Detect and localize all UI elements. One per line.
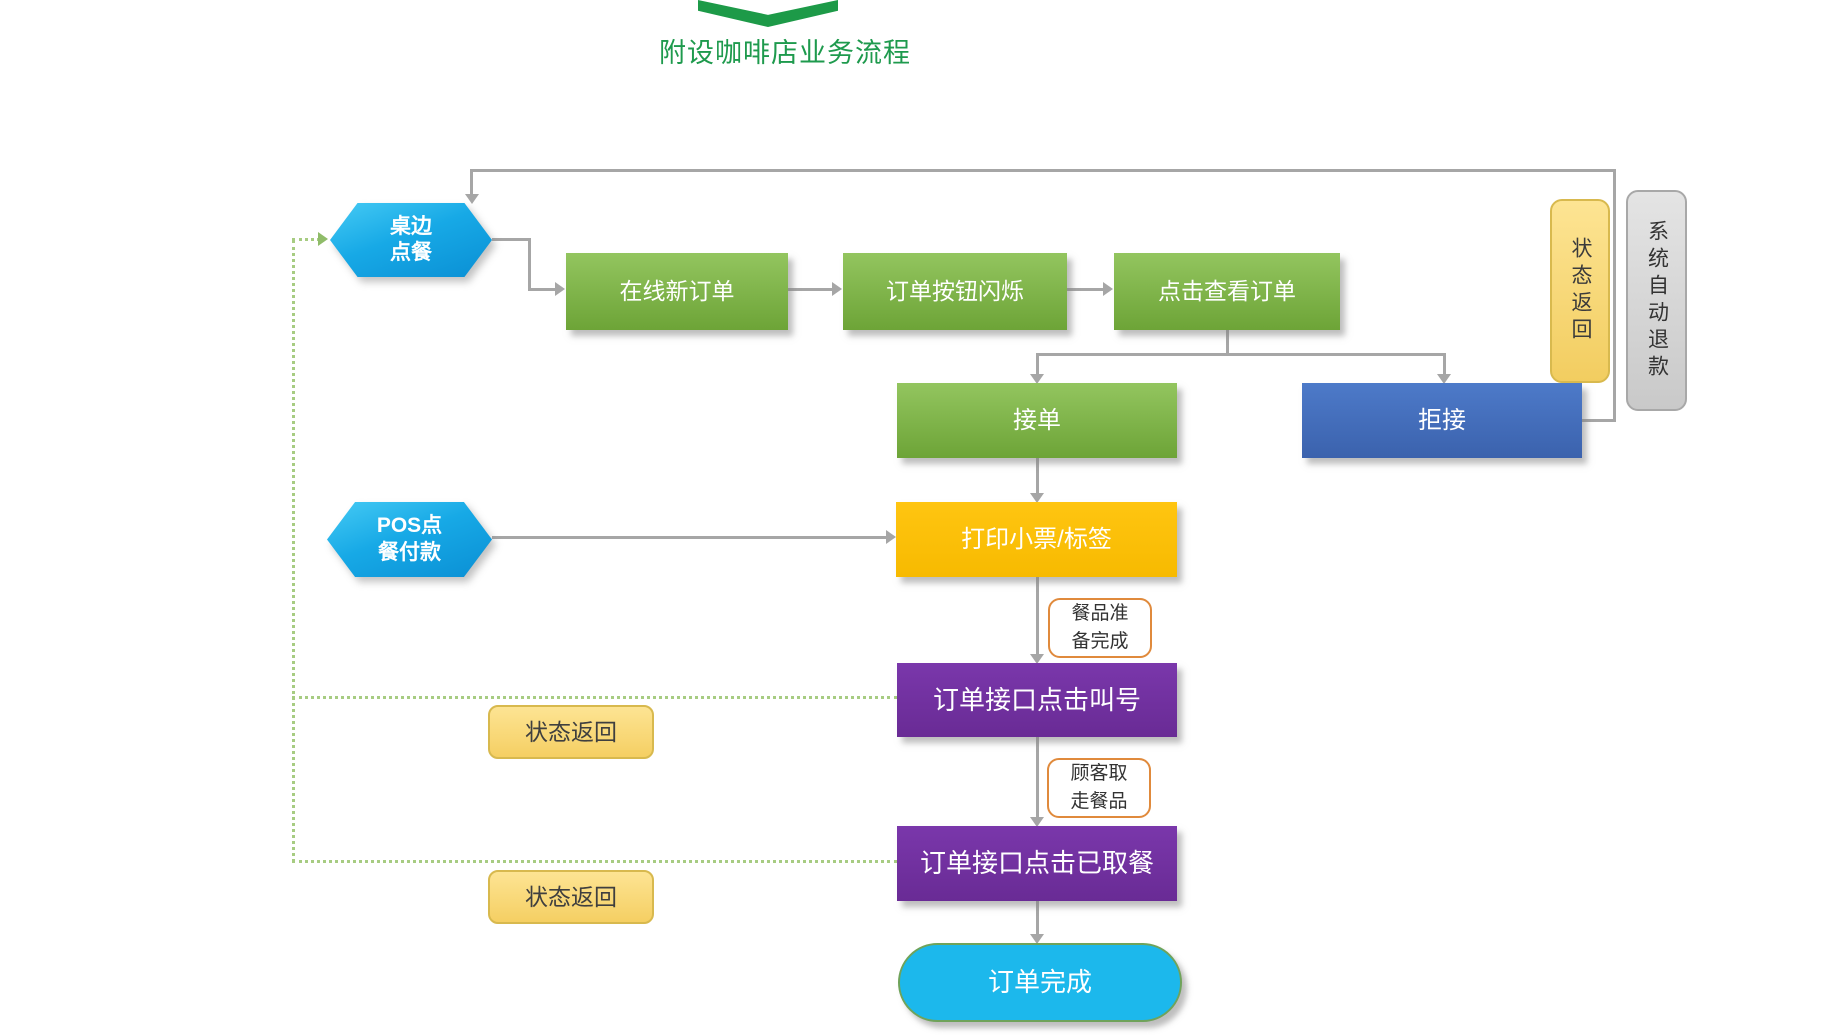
pos-order-label: POS点 餐付款 bbox=[327, 502, 492, 577]
node-pos-order: POS点 餐付款 bbox=[327, 502, 492, 577]
node-click-view-order: 点击查看订单 bbox=[1114, 253, 1340, 330]
note-status-return-2: 状态返回 bbox=[488, 870, 654, 924]
node-print-receipt: 打印小票/标签 bbox=[896, 502, 1177, 577]
arrowhead-into-button-flash bbox=[832, 282, 842, 296]
connector-return-top bbox=[470, 169, 1616, 172]
connector-hex1-a bbox=[492, 238, 530, 241]
connector-hex1-c bbox=[528, 288, 556, 291]
connector-accept-print bbox=[1036, 458, 1039, 494]
connector-branch-right bbox=[1443, 353, 1446, 375]
connector-call-picked bbox=[1036, 737, 1039, 818]
node-reject: 拒接 bbox=[1302, 383, 1582, 458]
note-system-auto-refund: 系统自动退款 bbox=[1626, 190, 1687, 411]
node-order-button-flash: 订单按钮闪烁 bbox=[843, 253, 1067, 330]
connector-branch-left bbox=[1036, 353, 1039, 375]
arrowhead-into-picked bbox=[1030, 817, 1044, 827]
dotted-feedback-call bbox=[292, 696, 897, 699]
node-accept: 接单 bbox=[897, 383, 1177, 458]
arrowhead-into-complete bbox=[1030, 934, 1044, 944]
connector-return-right bbox=[1613, 169, 1616, 422]
chevron-down-icon bbox=[698, 0, 838, 27]
arrowhead-into-table-order bbox=[465, 194, 479, 204]
dotted-feedback-into-hex bbox=[292, 238, 320, 241]
connector-branch-bar bbox=[1036, 353, 1445, 356]
connector-return-drop-left bbox=[470, 169, 473, 195]
connector-print-call bbox=[1036, 577, 1039, 655]
node-picked-up: 订单接口点击已取餐 bbox=[897, 826, 1177, 901]
node-online-new-order: 在线新订单 bbox=[566, 253, 788, 330]
node-table-order: 桌边 点餐 bbox=[330, 203, 492, 277]
connector-row1-b bbox=[1067, 288, 1104, 291]
arrowhead-feedback-into-table-order bbox=[318, 232, 328, 246]
connector-branch-stem bbox=[1226, 330, 1229, 355]
table-order-label: 桌边 点餐 bbox=[330, 203, 492, 277]
connector-hex1-b bbox=[528, 238, 531, 290]
arrowhead-into-online-order bbox=[555, 282, 565, 296]
dotted-feedback-picked bbox=[292, 860, 897, 863]
page-title: 附设咖啡店业务流程 bbox=[659, 38, 911, 68]
node-call-number: 订单接口点击叫号 bbox=[897, 663, 1177, 737]
arrowhead-into-call bbox=[1030, 654, 1044, 664]
dotted-feedback-vertical bbox=[292, 240, 295, 862]
connector-pos-print bbox=[492, 536, 887, 539]
arrowhead-into-view-order bbox=[1103, 282, 1113, 296]
callout-customer-pickup: 顾客取 走餐品 bbox=[1047, 758, 1151, 818]
callout-meal-ready: 餐品准 备完成 bbox=[1048, 598, 1152, 658]
arrowhead-pos-into-print bbox=[886, 530, 896, 544]
node-order-complete: 订单完成 bbox=[898, 943, 1182, 1022]
note-status-return-right: 状态返回 bbox=[1550, 199, 1610, 383]
arrowhead-into-print bbox=[1030, 493, 1044, 503]
arrowhead-into-accept bbox=[1030, 374, 1044, 384]
note-status-return-1: 状态返回 bbox=[488, 705, 654, 759]
connector-row1-a bbox=[788, 288, 833, 291]
arrowhead-into-reject bbox=[1437, 374, 1451, 384]
connector-picked-complete bbox=[1036, 901, 1039, 935]
connector-reject-exit bbox=[1582, 419, 1616, 422]
